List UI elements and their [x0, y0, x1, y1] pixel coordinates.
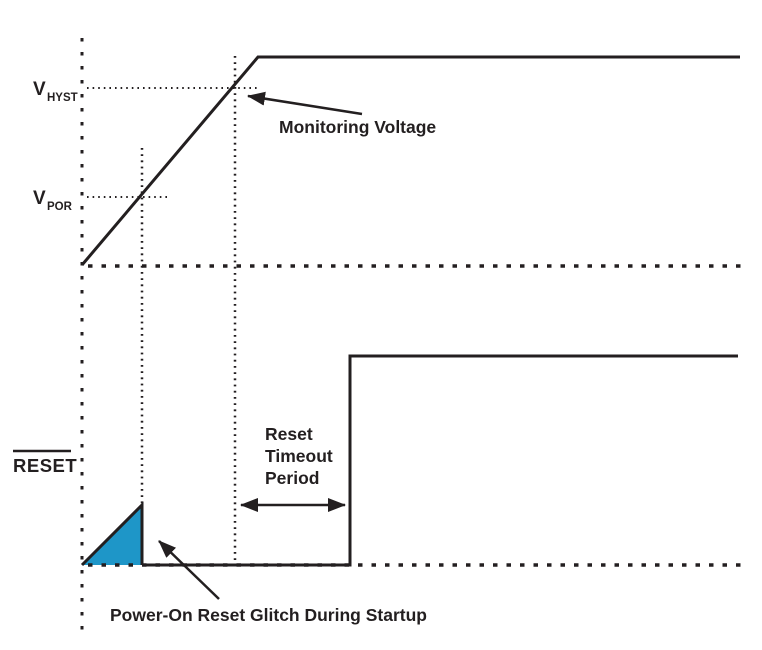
glitch-annotation-arrow: [158, 540, 220, 600]
reset-timeout-label-line3: Period: [265, 468, 319, 488]
vpor-label: V: [33, 188, 46, 209]
reset-timeout-label-line1: Reset: [265, 424, 313, 444]
monitoring-voltage-label: Monitoring Voltage: [279, 117, 436, 137]
vpor-label-subscript: POR: [47, 201, 73, 213]
reset-timeout-label-line2: Timeout: [265, 446, 333, 466]
monitoring-voltage-waveform: [80, 55, 740, 266]
glitch-annotation-label: Power-On Reset Glitch During Startup: [110, 605, 427, 625]
reset-label: RESET: [13, 455, 77, 476]
por-glitch-outline: [80, 501, 144, 567]
vhyst-label: V: [33, 79, 46, 100]
monitoring-voltage-arrow: [247, 91, 363, 116]
reset-signal-waveform: [142, 354, 738, 567]
vhyst-label-subscript: HYST: [47, 92, 78, 104]
